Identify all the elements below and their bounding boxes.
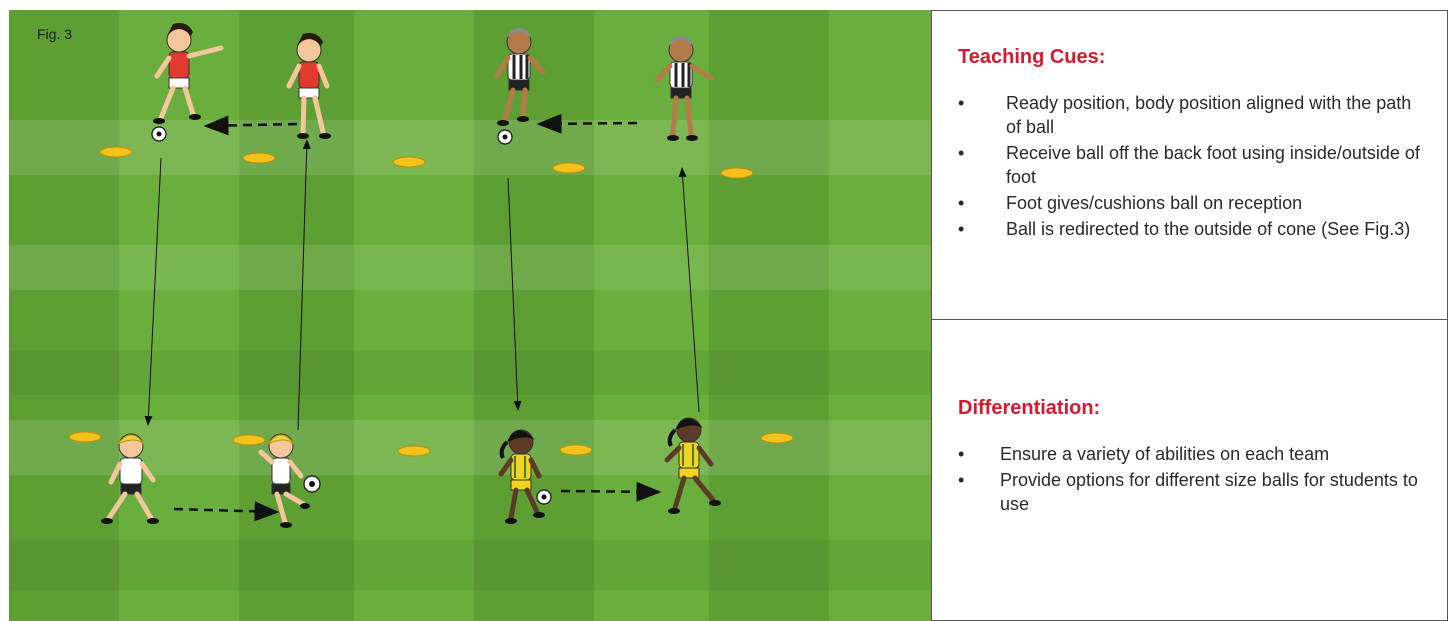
list-item-text: Receive ball off the back foot using ins…	[1006, 143, 1420, 187]
pitch-diagram: Fig. 3	[9, 10, 931, 621]
pass-arrow	[560, 481, 662, 502]
player-red-passer	[153, 23, 224, 124]
cone	[552, 162, 586, 174]
cone	[232, 434, 266, 446]
bullet-icon: •	[958, 93, 965, 113]
figure-label: Fig. 3	[37, 26, 73, 42]
cone	[242, 152, 276, 164]
teaching-cues-panel: Teaching Cues: • Ready position, body pos…	[931, 10, 1448, 320]
player-white-passer	[258, 433, 310, 528]
list-item-text: Ready position, body position aligned wi…	[1006, 93, 1412, 137]
run-arrow	[678, 167, 700, 413]
list-item: • Ready position, body position aligned w…	[958, 91, 1429, 139]
bullet-icon: •	[958, 193, 965, 213]
pitch-grass	[9, 10, 931, 621]
run-arrow	[144, 157, 162, 426]
pass-arrow	[536, 113, 638, 134]
cone	[99, 146, 133, 158]
bullet-icon: •	[958, 470, 965, 490]
soccer-ball	[497, 129, 513, 145]
pass-arrow	[203, 115, 298, 136]
bullet-icon: •	[958, 219, 965, 239]
cone	[559, 444, 593, 456]
pitch-svg	[9, 10, 931, 621]
list-item: • Ensure a variety of abilities on each t…	[958, 442, 1429, 466]
list-item: • Ball is redirected to the outside of co…	[958, 217, 1429, 241]
player-striped-receiver	[654, 36, 714, 141]
player-yellow-passer	[498, 429, 545, 524]
cone	[392, 156, 426, 168]
differentiation-panel: Differentiation: • Ensure a variety of ab…	[931, 319, 1448, 621]
list-item-text: Ensure a variety of abilities on each te…	[1000, 444, 1330, 464]
soccer-ball	[303, 475, 321, 493]
cone	[720, 167, 754, 179]
soccer-ball	[536, 489, 552, 505]
player-yellow-receiver	[664, 417, 721, 514]
soccer-ball	[151, 126, 167, 142]
teaching-cues-list: • Ready position, body position aligned w…	[958, 91, 1429, 243]
list-item-text: Foot gives/cushions ball on reception	[1006, 193, 1303, 213]
cone	[397, 445, 431, 457]
player-red-receiver	[286, 33, 331, 139]
bullet-icon: •	[958, 444, 965, 464]
cone	[760, 432, 794, 444]
differentiation-list: • Ensure a variety of abilities on each t…	[958, 442, 1429, 518]
player-striped-passer	[494, 28, 546, 126]
differentiation-heading: Differentiation:	[958, 397, 1101, 419]
cone	[68, 431, 102, 443]
run-arrow	[297, 139, 311, 431]
teaching-cues-heading: Teaching Cues:	[958, 46, 1106, 68]
list-item: • Provide options for different size ball…	[958, 468, 1429, 516]
list-item-text: Ball is redirected to the outside of con…	[1006, 219, 1411, 239]
run-arrow	[507, 177, 522, 411]
bullet-icon: •	[958, 143, 965, 163]
player-white-receiver	[101, 433, 159, 524]
list-item: • Receive ball off the back foot using in…	[958, 141, 1429, 189]
list-item-text: Provide options for different size balls…	[1000, 470, 1418, 514]
pass-arrow	[173, 501, 280, 522]
list-item: • Foot gives/cushions ball on reception	[958, 191, 1429, 215]
